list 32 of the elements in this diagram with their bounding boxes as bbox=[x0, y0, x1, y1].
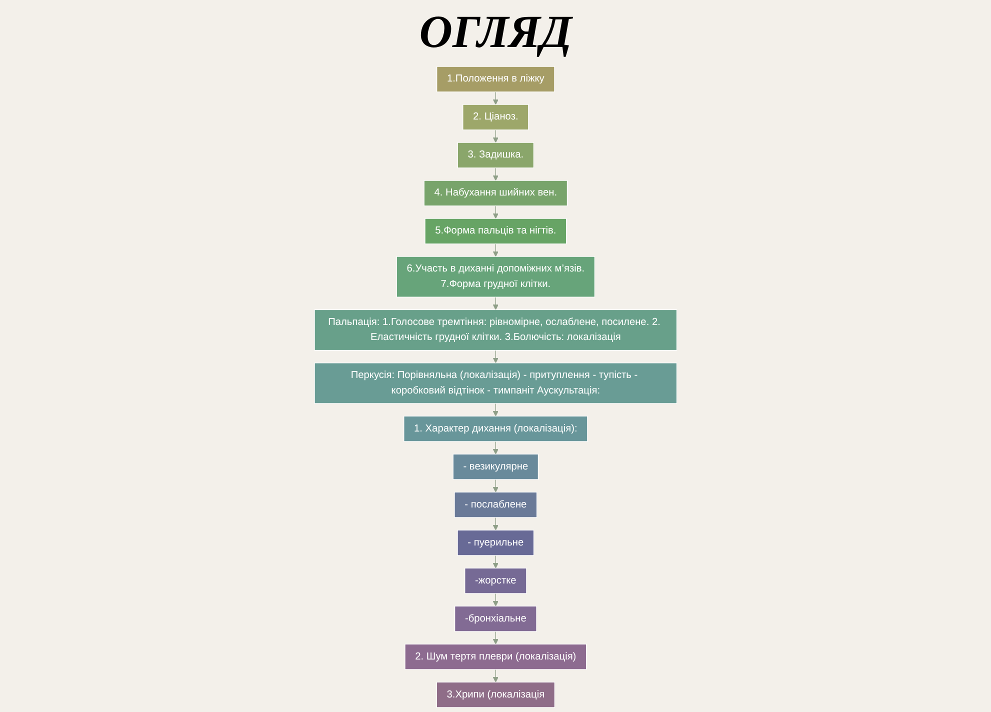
node-box: 2. Ціаноз. bbox=[462, 104, 529, 130]
node-box: 6.Участь в диханні допоміжних м’язів. 7.Форма грудної клітки. bbox=[396, 256, 595, 298]
node-box: 2. Шум тертя плеври (локалізація) bbox=[404, 644, 586, 670]
arrow bbox=[492, 350, 498, 364]
node-box: -бронхіальне bbox=[454, 606, 537, 632]
arrow bbox=[492, 479, 498, 492]
node-box: 4. Набухання шийних вен. bbox=[424, 180, 568, 206]
arrow bbox=[492, 631, 498, 644]
node-box: Пальпація: 1.Голосове тремтіння: рівномірне, ослаблене, посилене. 2. Еластичність грудної клітки. 3.Болючість: локалізація bbox=[314, 309, 677, 351]
arrow bbox=[492, 296, 498, 310]
node-box: - послаблене bbox=[454, 492, 537, 518]
title: ОГЛЯД bbox=[419, 6, 572, 58]
arrow bbox=[492, 517, 498, 530]
arrow bbox=[492, 555, 498, 568]
arrow bbox=[492, 130, 498, 143]
node-box: 1. Характер дихання (локалізація): bbox=[403, 416, 588, 442]
arrow bbox=[492, 403, 498, 416]
arrow bbox=[492, 244, 498, 257]
node-box: Перкусія: Порівняльна (локалізація) - притуплення - тупість - коробковий відтінок - тимпаніт Аускультація: bbox=[314, 362, 677, 404]
node-box: - везикулярне bbox=[452, 454, 538, 480]
node-box: 5.Форма пальців та нігтів. bbox=[424, 218, 566, 244]
arrow bbox=[492, 669, 498, 682]
node-box: -жорстке bbox=[464, 568, 527, 594]
arrow bbox=[492, 92, 498, 105]
node-box: - пуерильне bbox=[457, 530, 534, 556]
arrow bbox=[492, 593, 498, 606]
arrow bbox=[492, 168, 498, 181]
node-box: 3. Задишка. bbox=[457, 142, 534, 168]
node-box: 3.Хрипи (локалізація bbox=[436, 682, 555, 708]
node-box: 1.Положення в ліжку bbox=[436, 66, 555, 92]
arrow bbox=[492, 441, 498, 454]
arrow bbox=[492, 206, 498, 219]
